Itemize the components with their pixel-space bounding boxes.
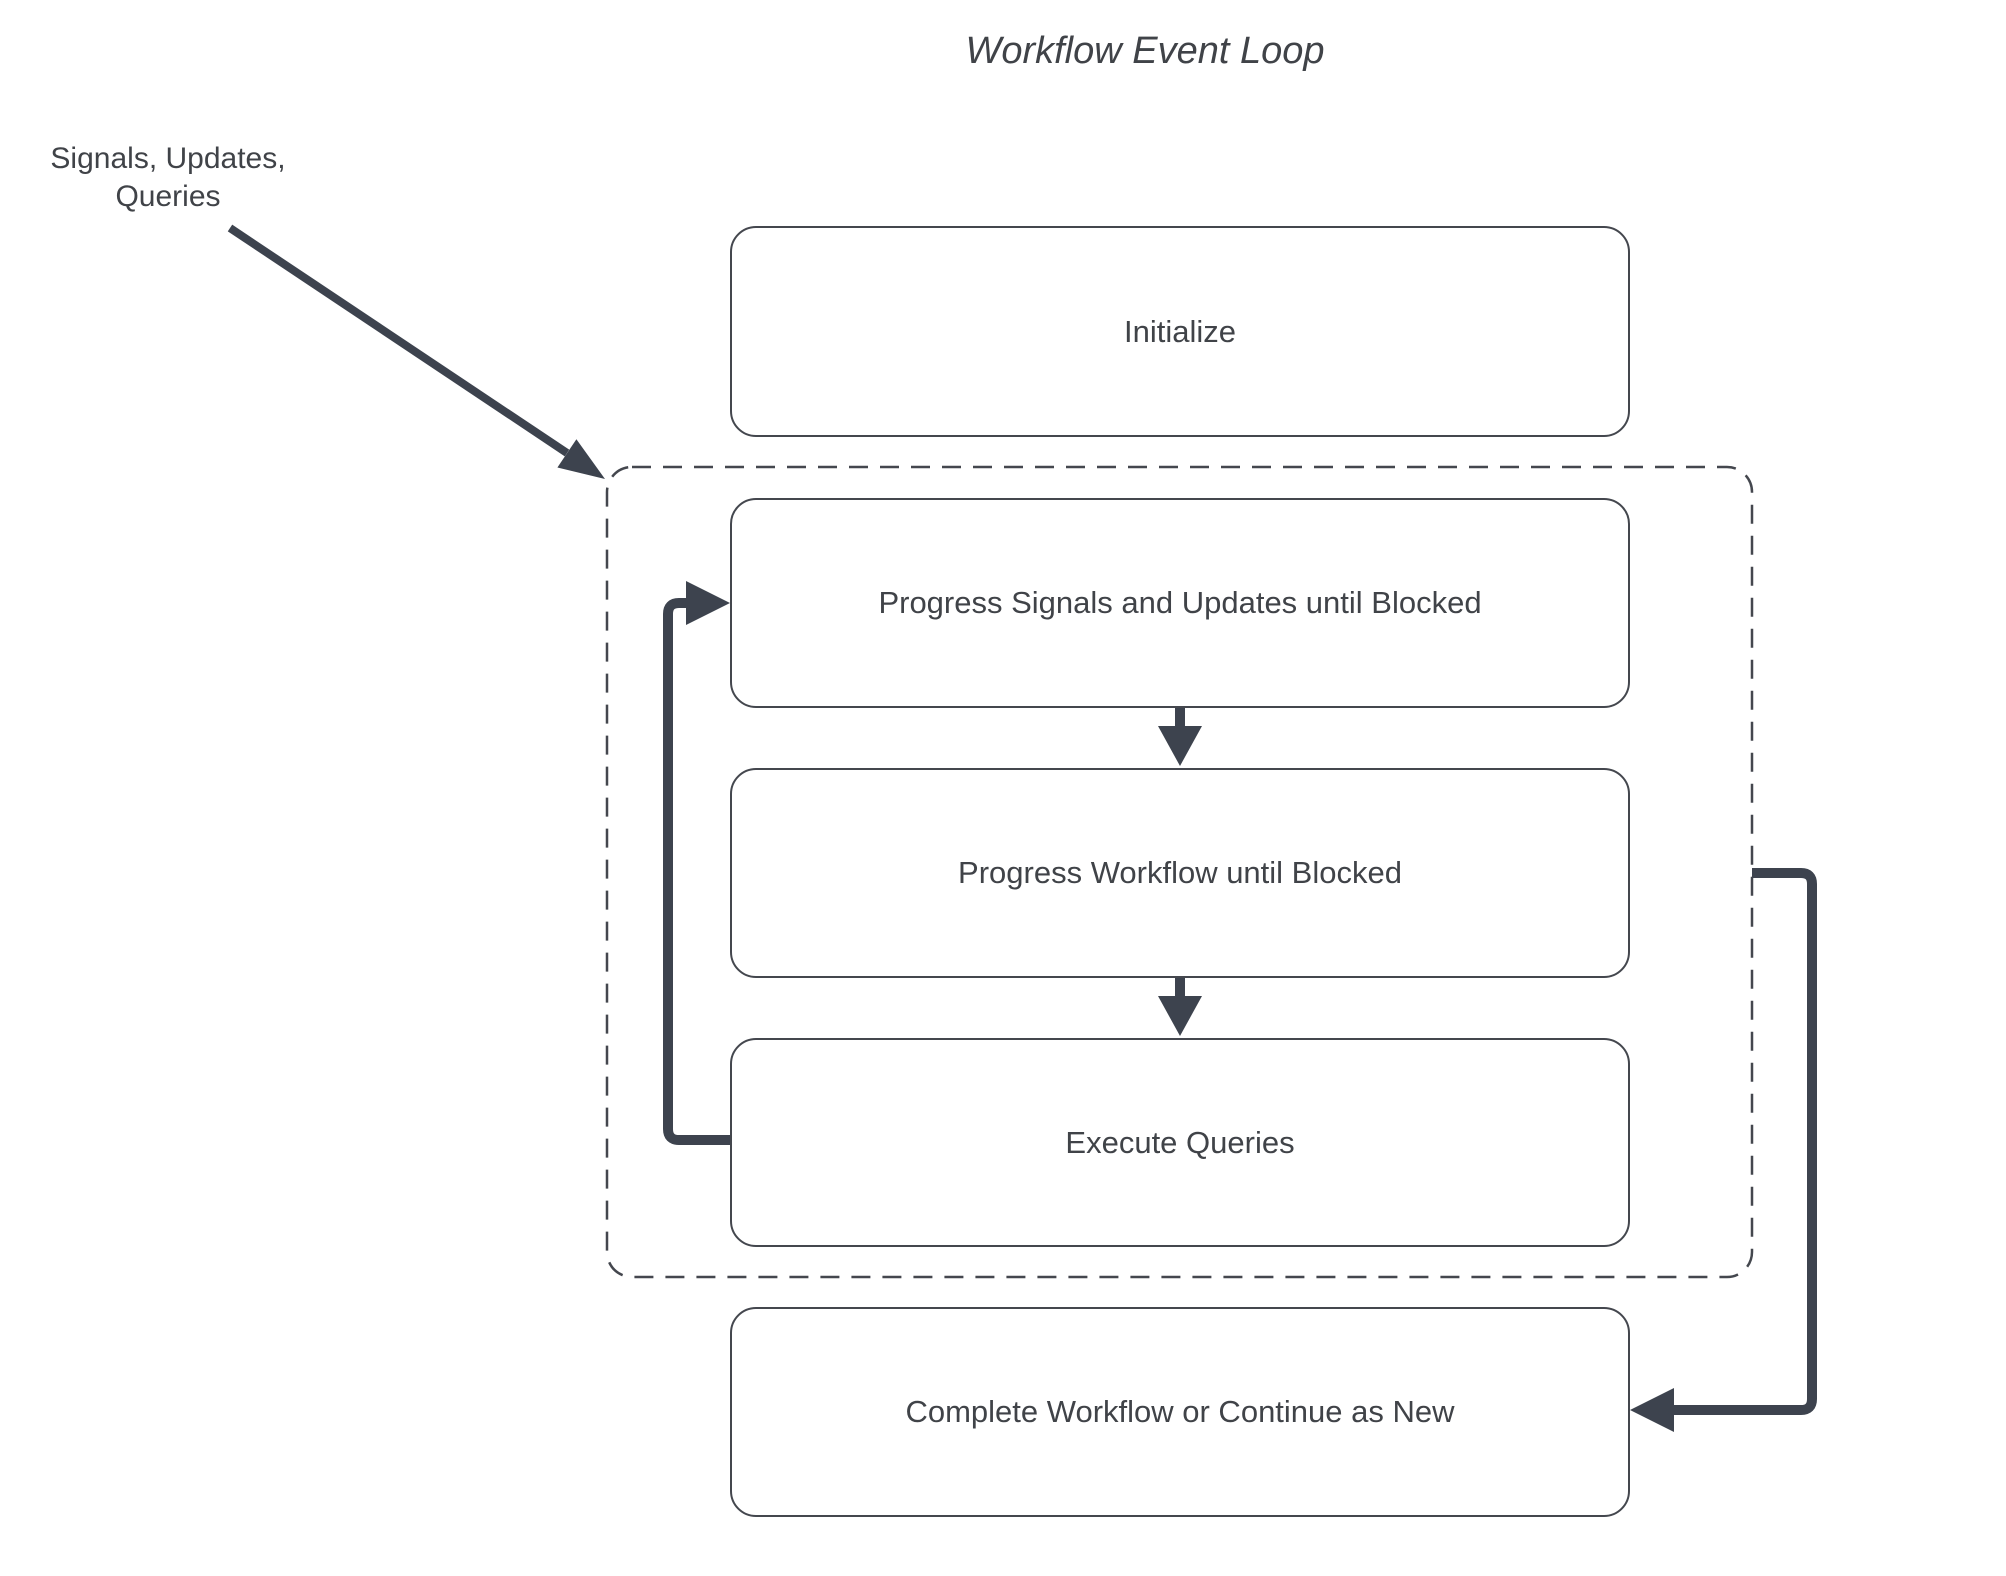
node-progress-signals-updates-label: Progress Signals and Updates until Block… (878, 585, 1482, 620)
node-progress-workflow: Progress Workflow until Blocked (730, 768, 1630, 978)
node-complete-workflow: Complete Workflow or Continue as New (730, 1307, 1630, 1517)
node-execute-queries-label: Execute Queries (1065, 1124, 1295, 1160)
node-execute-queries: Execute Queries (730, 1038, 1630, 1247)
arrow-loop-to-complete (1630, 868, 1817, 1432)
node-initialize: Initialize (730, 226, 1630, 437)
signals-updates-queries-label: Signals, Updates, Queries (50, 142, 286, 213)
arrow-signals-to-workflow (1158, 708, 1202, 766)
node-complete-workflow-label: Complete Workflow or Continue as New (905, 1394, 1455, 1429)
node-progress-signals-updates: Progress Signals and Updates until Block… (730, 498, 1630, 708)
loop-arrow-queries-to-signals (663, 581, 730, 1145)
arrow-workflow-to-queries (1158, 978, 1202, 1036)
diagram-title: Workflow Event Loop (965, 30, 1325, 72)
node-progress-workflow-label: Progress Workflow until Blocked (958, 855, 1402, 890)
node-initialize-label: Initialize (1124, 313, 1236, 349)
external-input-arrow (227, 224, 605, 479)
